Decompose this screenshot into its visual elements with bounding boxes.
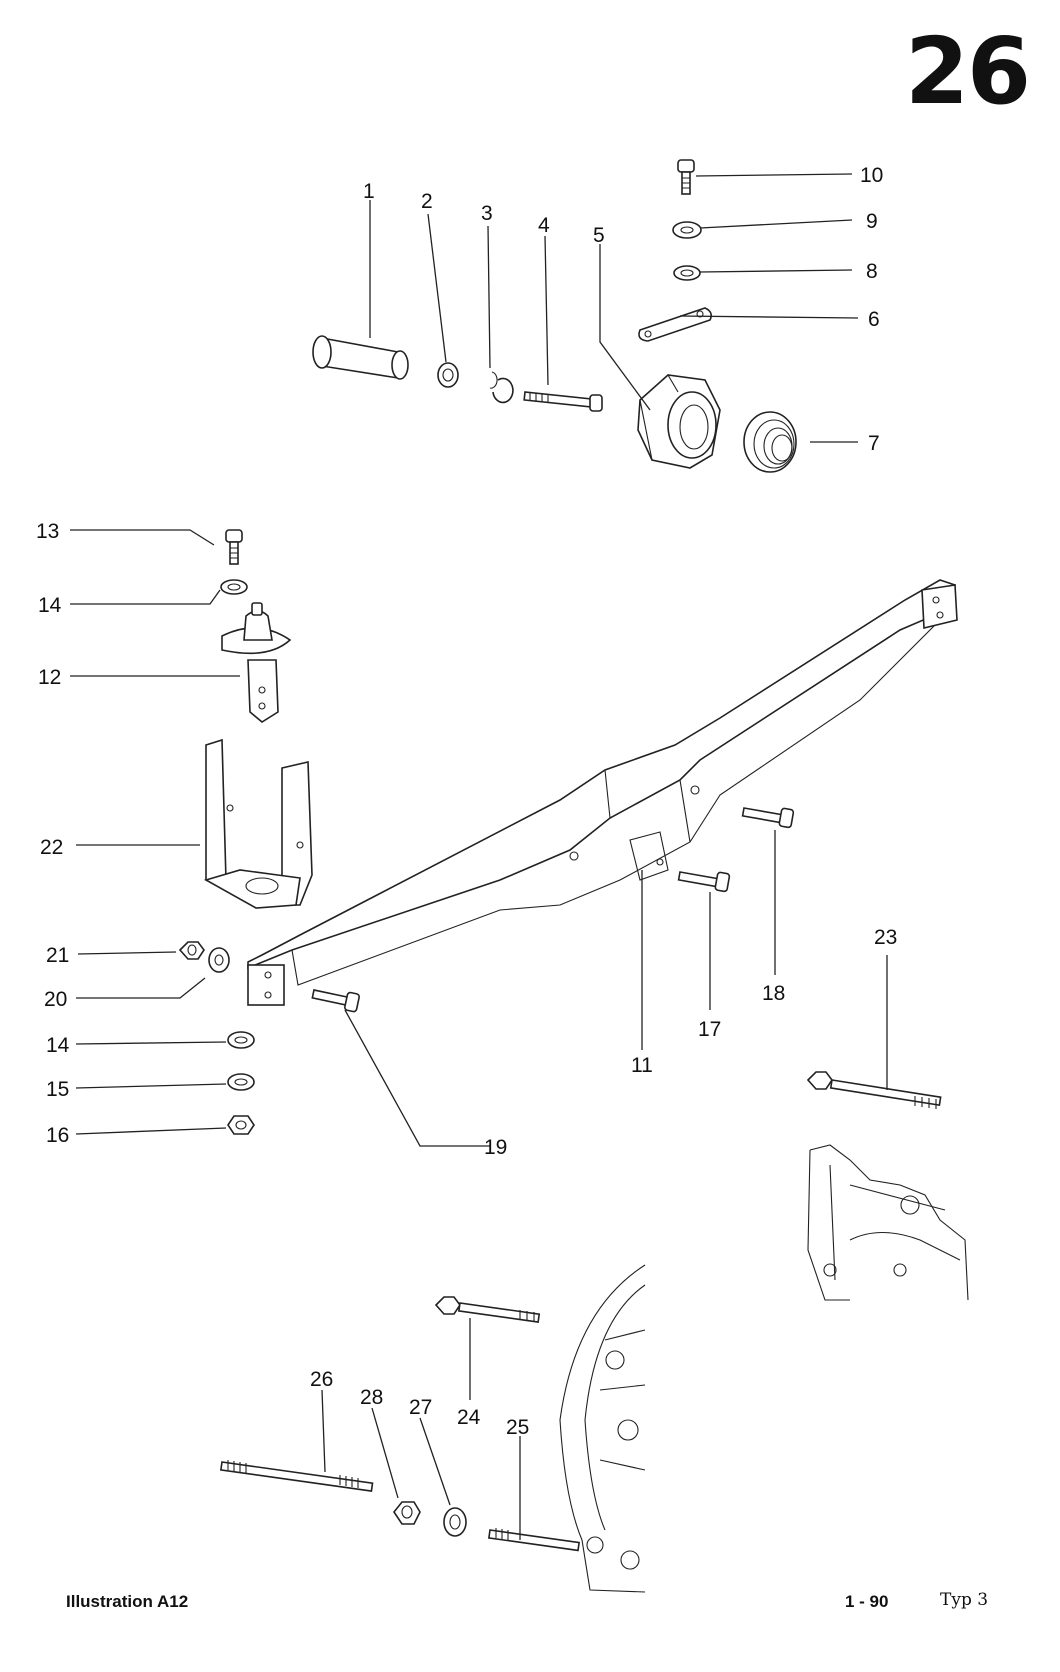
callout-6: 6 <box>868 308 880 331</box>
vehicle-type: Typ 3 <box>940 1590 989 1610</box>
part-14-washer-top <box>220 579 248 595</box>
part-14-washer-low <box>227 1031 255 1049</box>
part-11-crossmember <box>247 579 958 1006</box>
part-18-bolt <box>741 807 795 829</box>
callout-20: 20 <box>44 988 67 1011</box>
part-20-washer <box>208 947 230 973</box>
part-22-bracket <box>203 738 313 909</box>
callout-23: 23 <box>874 926 897 949</box>
part-8-washer <box>673 265 701 281</box>
part-3-circlip <box>489 371 514 404</box>
callout-2: 2 <box>421 190 433 213</box>
part-15-washer <box>227 1073 255 1091</box>
callout-17: 17 <box>698 1018 721 1041</box>
callout-28: 28 <box>360 1386 383 1409</box>
part-4-bolt <box>523 391 603 412</box>
callout-numbers: 1 2 3 4 5 6 7 8 9 10 11 12 13 14 14 15 1… <box>36 164 897 1439</box>
callout-7: 7 <box>868 432 880 455</box>
callout-24: 24 <box>457 1406 481 1429</box>
callout-27: 27 <box>409 1396 432 1419</box>
part-10-bolt <box>677 159 695 195</box>
callout-1: 1 <box>363 180 375 203</box>
leader-lines <box>70 173 888 1540</box>
part-13-bolt <box>225 529 243 565</box>
callout-5: 5 <box>593 224 605 247</box>
part-5-clamp <box>637 374 721 469</box>
callout-15: 15 <box>46 1078 69 1101</box>
housing-fragment-bottom <box>559 1264 646 1593</box>
part-21-nut <box>178 941 205 960</box>
part-19-bolt <box>311 989 360 1013</box>
part-1-sleeve <box>312 335 409 380</box>
callout-11: 11 <box>631 1054 653 1077</box>
part-25-stud <box>487 1528 581 1552</box>
revision-date: 1 - 90 <box>845 1592 889 1611</box>
callout-26: 26 <box>310 1368 333 1391</box>
callout-14b: 14 <box>46 1034 70 1057</box>
housing-fragment-right <box>807 1144 969 1301</box>
part-7-bearing <box>743 411 797 473</box>
callout-9: 9 <box>866 210 878 233</box>
callout-18: 18 <box>762 982 785 1005</box>
part-12-mount <box>221 602 292 723</box>
part-26-stud <box>219 1460 374 1492</box>
callout-12: 12 <box>38 666 61 689</box>
callout-25: 25 <box>506 1416 529 1439</box>
part-17-bolt <box>677 871 731 893</box>
callout-10: 10 <box>860 164 883 187</box>
part-9-lockwasher <box>672 221 702 239</box>
illustration-label: Illustration A12 <box>66 1592 189 1611</box>
part-24-bolt <box>434 1296 541 1323</box>
callout-21: 21 <box>46 944 69 967</box>
callout-3: 3 <box>481 202 493 225</box>
callout-16: 16 <box>46 1124 69 1147</box>
part-2-washer <box>437 362 459 388</box>
part-23-bolt <box>806 1071 942 1109</box>
part-16-nut <box>227 1115 255 1135</box>
callout-8: 8 <box>866 260 878 283</box>
callout-13: 13 <box>36 520 59 543</box>
callout-14a: 14 <box>38 594 62 617</box>
callout-19: 19 <box>484 1136 507 1159</box>
page-number: 26 <box>905 18 1031 125</box>
part-28-nut <box>393 1501 421 1525</box>
callout-22: 22 <box>40 836 63 859</box>
callout-4: 4 <box>538 214 550 237</box>
part-6-strap <box>638 307 712 342</box>
part-27-washer <box>443 1507 467 1537</box>
